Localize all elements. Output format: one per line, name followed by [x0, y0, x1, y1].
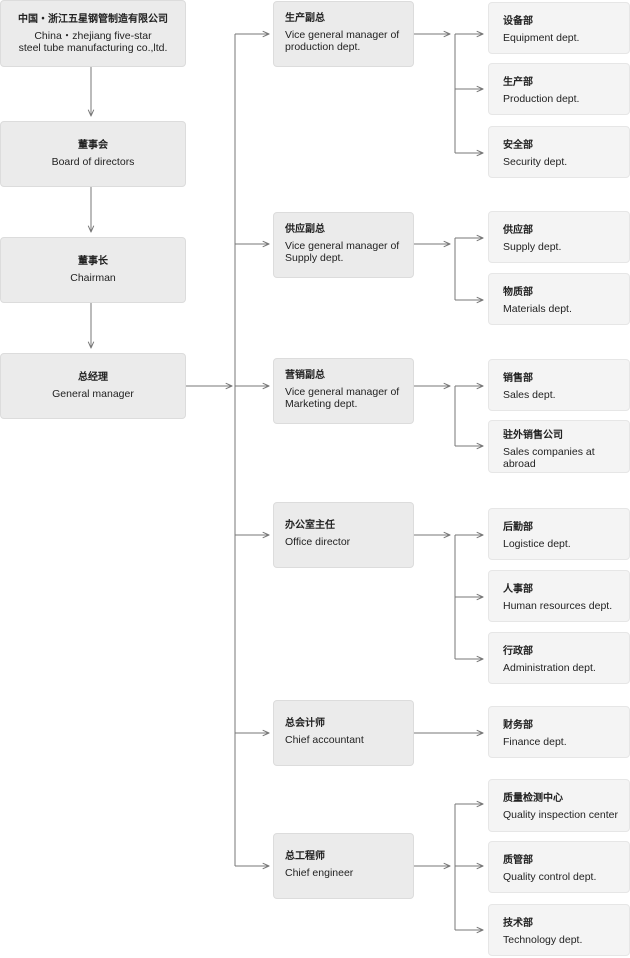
- dept-en: Production dept.: [503, 93, 580, 105]
- chairman-en: Chairman: [70, 272, 116, 284]
- manager-en: Vice general manager of Marketing dept.: [285, 386, 400, 410]
- manager-zh: 供应副总: [285, 224, 325, 235]
- board-zh: 董事会: [78, 140, 108, 151]
- manager-node-engineer: 总工程师 Chief engineer: [273, 833, 414, 899]
- dept-node-sales: 销售部 Sales dept.: [488, 359, 630, 411]
- company-en: China・zhejiang five-star steel tube manu…: [18, 29, 168, 54]
- dept-node-supply: 供应部 Supply dept.: [488, 211, 630, 263]
- manager-zh: 总会计师: [285, 718, 325, 729]
- dept-en: Sales companies at abroad: [503, 446, 595, 470]
- dept-en: Materials dept.: [503, 303, 572, 315]
- manager-node-supply: 供应副总 Vice general manager of Supply dept…: [273, 212, 414, 278]
- dept-node-administration: 行政部 Administration dept.: [488, 632, 630, 684]
- manager-zh: 总工程师: [285, 851, 325, 862]
- general-manager-zh: 总经理: [78, 372, 108, 383]
- dept-zh: 行政部: [503, 646, 533, 657]
- dept-node-equipment: 设备部 Equipment dept.: [488, 2, 630, 54]
- dept-en: Security dept.: [503, 156, 568, 168]
- manager-zh: 营销副总: [285, 370, 325, 381]
- dept-node-sales-abroad: 驻外销售公司 Sales companies at abroad: [488, 420, 630, 473]
- dept-en: Supply dept.: [503, 241, 562, 253]
- chairman-node: 董事长 Chairman: [0, 237, 186, 303]
- dept-zh: 销售部: [503, 373, 533, 384]
- dept-en: Quality inspection center: [503, 809, 618, 821]
- dept-zh: 后勤部: [503, 522, 533, 533]
- dept-zh: 质管部: [503, 855, 533, 866]
- manager-en: Vice general manager of production dept.: [285, 29, 400, 53]
- dept-node-materials: 物质部 Materials dept.: [488, 273, 630, 325]
- dept-zh: 财务部: [503, 720, 533, 731]
- dept-zh: 设备部: [503, 16, 533, 27]
- dept-zh: 驻外销售公司: [503, 430, 563, 441]
- dept-zh: 生产部: [503, 77, 533, 88]
- dept-zh: 供应部: [503, 225, 533, 236]
- dept-node-production: 生产部 Production dept.: [488, 63, 630, 115]
- dept-node-logistics: 后勤部 Logistice dept.: [488, 508, 630, 560]
- dept-en: Logistice dept.: [503, 538, 571, 550]
- board-en: Board of directors: [51, 156, 135, 168]
- general-manager-en: General manager: [52, 388, 134, 400]
- dept-en: Quality control dept.: [503, 871, 597, 883]
- board-node: 董事会 Board of directors: [0, 121, 186, 187]
- company-node: 中国・浙江五星钢管制造有限公司 China・zhejiang five-star…: [0, 0, 186, 67]
- dept-zh: 人事部: [503, 584, 533, 595]
- dept-en: Administration dept.: [503, 662, 596, 674]
- dept-node-technology: 技术部 Technology dept.: [488, 904, 630, 956]
- dept-node-human-resources: 人事部 Human resources dept.: [488, 570, 630, 622]
- dept-zh: 安全部: [503, 140, 533, 151]
- dept-node-quality-inspection: 质量检测中心 Quality inspection center: [488, 779, 630, 832]
- manager-zh: 办公室主任: [285, 520, 335, 531]
- manager-node-accountant: 总会计师 Chief accountant: [273, 700, 414, 766]
- manager-en: Vice general manager of Supply dept.: [285, 240, 400, 264]
- dept-en: Human resources dept.: [503, 600, 613, 612]
- dept-en: Equipment dept.: [503, 32, 580, 44]
- dept-en: Technology dept.: [503, 934, 583, 946]
- manager-node-production: 生产副总 Vice general manager of production …: [273, 1, 414, 67]
- manager-zh: 生产副总: [285, 13, 325, 24]
- dept-zh: 技术部: [503, 918, 533, 929]
- dept-en: Finance dept.: [503, 736, 567, 748]
- general-manager-node: 总经理 General manager: [0, 353, 186, 419]
- dept-node-quality-control: 质管部 Quality control dept.: [488, 841, 630, 893]
- manager-en: Office director: [285, 536, 351, 548]
- dept-zh: 质量检测中心: [503, 793, 563, 804]
- dept-node-security: 安全部 Security dept.: [488, 126, 630, 178]
- manager-en: Chief accountant: [285, 734, 364, 746]
- manager-en: Chief engineer: [285, 867, 354, 879]
- dept-zh: 物质部: [503, 287, 533, 298]
- chairman-zh: 董事长: [78, 256, 108, 267]
- company-zh: 中国・浙江五星钢管制造有限公司: [18, 13, 168, 25]
- manager-node-office: 办公室主任 Office director: [273, 502, 414, 568]
- manager-node-marketing: 营销副总 Vice general manager of Marketing d…: [273, 358, 414, 424]
- dept-en: Sales dept.: [503, 389, 556, 401]
- dept-node-finance: 财务部 Finance dept.: [488, 706, 630, 758]
